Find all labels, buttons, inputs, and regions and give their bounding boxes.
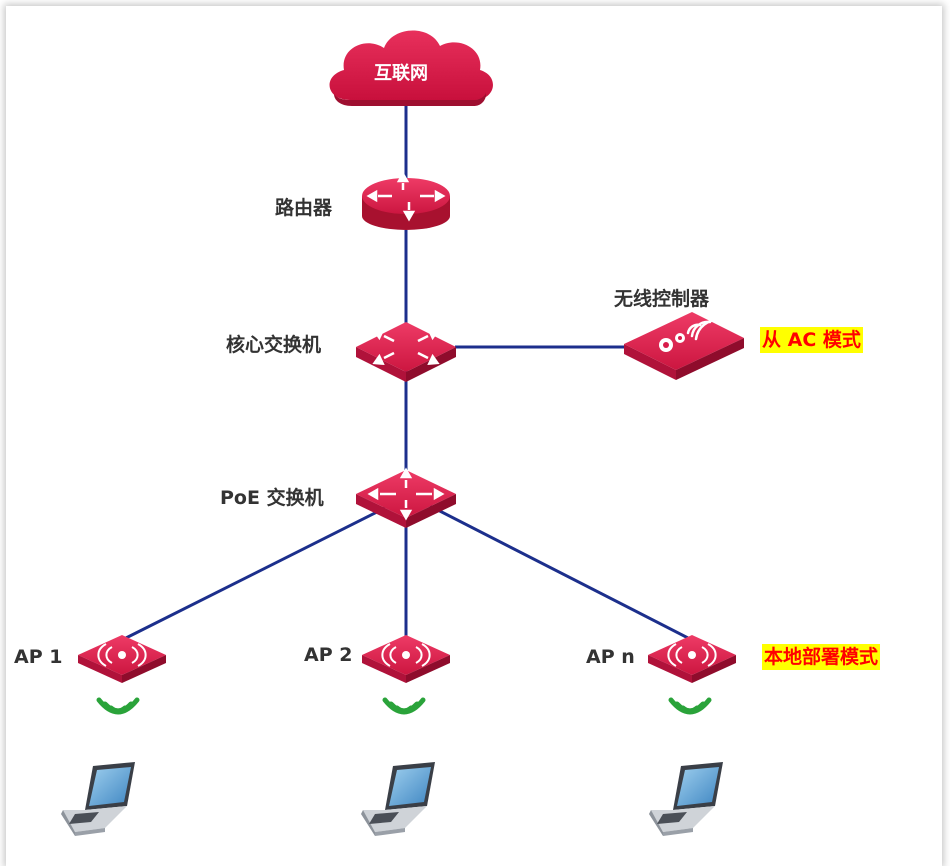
controller-label: 无线控制器	[614, 288, 710, 310]
poe-switch-label: PoE 交换机	[220, 487, 324, 509]
access-point-icon	[78, 635, 166, 683]
ap-n-label: AP n	[586, 646, 635, 668]
laptop-icon	[361, 762, 435, 836]
access-point-icon	[648, 635, 736, 683]
laptop-icon	[61, 762, 135, 836]
ap-mode-badge: 本地部署模式	[762, 644, 881, 670]
core-switch-label: 核心交换机	[226, 334, 322, 356]
wifi-signal-icon	[668, 697, 712, 715]
wifi-signal-icon	[96, 697, 140, 715]
core-switch-icon	[356, 322, 456, 382]
diagram-frame	[6, 6, 942, 866]
link-poe-apn	[429, 504, 693, 642]
ap-1-label: AP 1	[14, 646, 63, 668]
controller-mode-badge: 从 AC 模式	[760, 327, 863, 353]
wifi-signal-icon	[382, 697, 426, 715]
wireless-controller-icon	[624, 312, 744, 380]
laptop-icon	[649, 762, 723, 836]
cloud-icon	[329, 30, 493, 106]
network-links	[121, 100, 693, 642]
internet-label: 互联网	[374, 63, 428, 84]
ap-2-label: AP 2	[304, 644, 353, 666]
router-label: 路由器	[275, 197, 333, 219]
router-icon	[362, 172, 450, 230]
link-poe-ap1	[121, 506, 386, 642]
access-point-icon	[362, 635, 450, 683]
poe-switch-icon	[356, 468, 456, 528]
